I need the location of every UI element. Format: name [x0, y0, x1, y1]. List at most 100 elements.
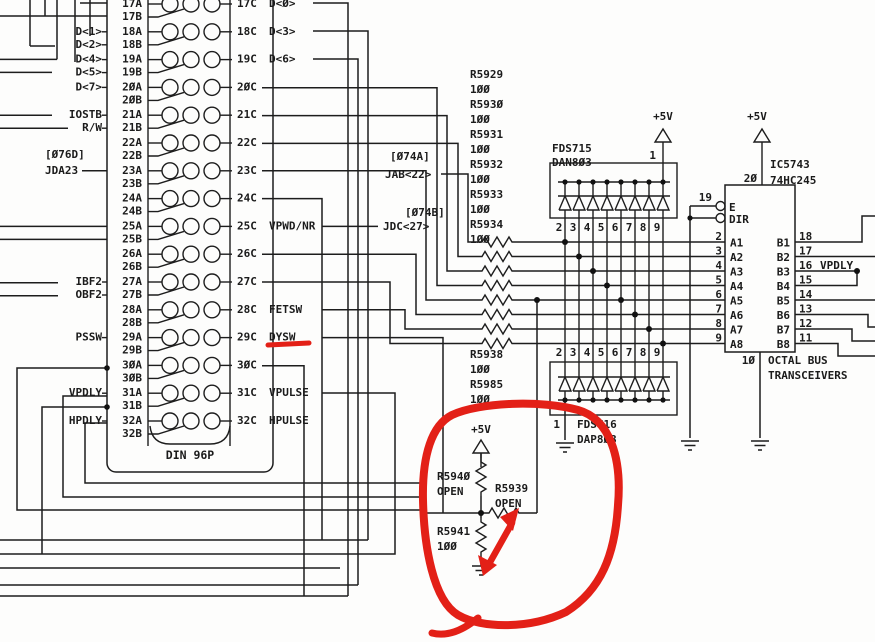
pin-number-b: 27B: [122, 288, 142, 301]
ic-pin-name-b: B5: [777, 295, 790, 308]
pin-number-a: 26A: [122, 247, 142, 260]
ic-pin-name-a: A6: [730, 309, 744, 322]
ic-desc-2: TRANSCEIVERS: [768, 369, 847, 382]
signal-label-c: DYSW: [269, 331, 296, 344]
connector-pin-contact: [161, 50, 179, 69]
pin-number-a: 27A: [122, 275, 142, 288]
signal-label-c: D<6>: [269, 53, 296, 66]
bus-crossing-dots: [562, 239, 666, 347]
connector-pin-contact: [182, 301, 200, 319]
pin-number-b: 29B: [122, 344, 142, 357]
diode-pin-number: 6: [612, 346, 619, 359]
pin-number-b: 32B: [122, 427, 142, 440]
resistor-bank: R59291ØØR593Ø1ØØR59311ØØR59321ØØR59331ØØ…: [470, 68, 517, 406]
connector-pin-contact: [161, 162, 179, 180]
pin-number-a: 32A: [122, 414, 142, 427]
ic-pin-number-right: 12: [799, 317, 812, 330]
pin-number-a: 23A: [122, 164, 142, 177]
diode-pin-number: 5: [598, 346, 605, 359]
pin-number-a: 17A: [122, 0, 142, 10]
pin-number-c: 25C: [237, 219, 257, 232]
pin-number-b: 23B: [122, 177, 142, 190]
ic-pin-number-left: 4: [715, 259, 722, 272]
diode-pin-number: 5: [598, 221, 605, 234]
ic-ref: IC5743: [770, 158, 810, 171]
resistor-bank-symbols: [477, 236, 517, 350]
signal-label-c: FETSW: [269, 303, 302, 316]
ref-074b: [Ø74B]: [405, 206, 445, 219]
ic-pin-name-a: A5: [730, 295, 743, 308]
enable-bubble-icon: [715, 200, 726, 212]
connector-pin-contact: [182, 273, 200, 291]
ref-jab22: JAB<22>: [385, 168, 432, 181]
pin-number-c: 26C: [237, 247, 257, 260]
open-resistor-network: +5V R594Ø OPEN R5939 OPEN R5941 1ØØ: [437, 423, 528, 576]
signal-label-c: D<Ø>: [269, 0, 296, 10]
annotations: [265, 340, 623, 638]
junction-dots: [104, 215, 860, 516]
pin-number-a: 28A: [122, 303, 142, 316]
connector-pin-contact: [161, 189, 179, 208]
annotation-circle: [418, 399, 623, 630]
ic-pin-number-right: 16: [799, 259, 813, 272]
pin-number-b: 19B: [122, 66, 142, 79]
ic-pin-name-b: B8: [777, 338, 790, 351]
r5941-symbol: [475, 517, 487, 557]
connector-pin-contact: [161, 301, 179, 319]
ic-supply-label: +5V: [747, 110, 767, 123]
signal-label-left-a: D<7>: [76, 80, 103, 93]
ic-pin-number-left: 6: [715, 288, 722, 301]
ic-pin-number-right: 14: [799, 288, 813, 301]
connector-pin-contact: [182, 356, 200, 375]
resistor-ref: R5985: [470, 378, 503, 391]
connector-pin-contact: [203, 384, 221, 402]
pin-number-b: 2ØB: [122, 93, 142, 106]
left-bus-wires: [0, 0, 423, 597]
signal-label-c: HPULSE: [269, 414, 309, 427]
ref-jdc27: JDC<27>: [383, 220, 430, 233]
pin-number-b: 26B: [122, 260, 142, 273]
connector-pin-contact: [182, 412, 200, 430]
pin-number-b: 25B: [122, 232, 142, 245]
ic-output-wires: [795, 215, 875, 357]
resistor-value: 1ØØ: [470, 143, 490, 156]
ic-pin19: 19: [699, 191, 712, 204]
connector-pin-contact: [182, 106, 200, 124]
connector-pin-contact: [161, 273, 179, 291]
open-network-supply-label: +5V: [471, 423, 491, 436]
ground-icon: [680, 440, 700, 451]
signal-label-c: VPULSE: [269, 386, 309, 399]
pin-number-a: 3ØA: [122, 358, 142, 371]
ic-pin-name-b: B1: [777, 237, 791, 250]
r5939-value: OPEN: [495, 497, 522, 510]
pin-number-c: 3ØC: [237, 358, 257, 371]
fds716-pin1: 1: [553, 418, 560, 431]
connector-pin-contact: [203, 328, 221, 347]
pin-number-a: 2ØA: [122, 80, 142, 93]
connector-pin-contact: [161, 356, 179, 375]
resistor-value: 1ØØ: [470, 203, 490, 216]
ic-part: 74HC245: [770, 174, 816, 187]
connector-pin-contact: [182, 162, 200, 180]
connector-pin-contact: [203, 217, 221, 236]
fds715-type: DAN8Ø3: [552, 156, 592, 169]
connector-pin-contact: [182, 0, 200, 13]
resistor-value: 1ØØ: [470, 83, 490, 96]
pin-number-c: 29C: [237, 331, 257, 344]
resistor-ref: R5934: [470, 218, 503, 231]
ic-pin-number-left: 8: [715, 317, 722, 330]
signal-label-left-b: D<5>: [76, 66, 103, 79]
power-5v-icon: [654, 128, 672, 157]
diode-pin-number: 7: [626, 221, 633, 234]
r5940-value: OPEN: [437, 485, 464, 498]
signal-label-left-a: VPDLY: [69, 386, 102, 399]
connector-pin-contact: [203, 245, 221, 263]
connector-pin-contact: [203, 356, 221, 375]
ic-dir-label: DIR: [729, 213, 749, 226]
signal-label-left-a: D<1>: [76, 25, 103, 38]
pin-number-b: 28B: [122, 316, 142, 329]
diode-pin-number: 2: [556, 346, 563, 359]
ic-enable-label: E: [729, 201, 736, 214]
